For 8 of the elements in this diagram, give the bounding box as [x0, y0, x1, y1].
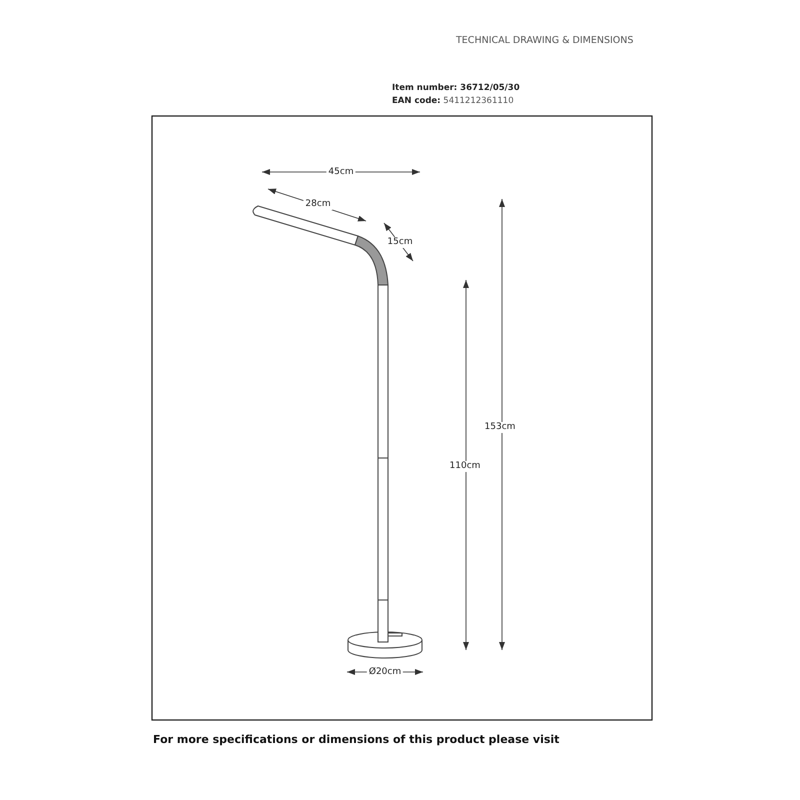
header-title: TECHNICAL DRAWING & DIMENSIONS	[456, 36, 634, 46]
dimension-label: 110cm	[448, 461, 482, 472]
dimension-label: 28cm	[303, 199, 333, 210]
footer-note: For more specifications or dimensions of this product please visit	[153, 734, 560, 745]
dimension-label: 15cm	[385, 237, 415, 248]
item-number: Item number: 36712/05/30	[392, 84, 520, 92]
ean-code: EAN code: 5411212361110	[392, 97, 514, 106]
dimension-label: 153cm	[482, 422, 518, 433]
